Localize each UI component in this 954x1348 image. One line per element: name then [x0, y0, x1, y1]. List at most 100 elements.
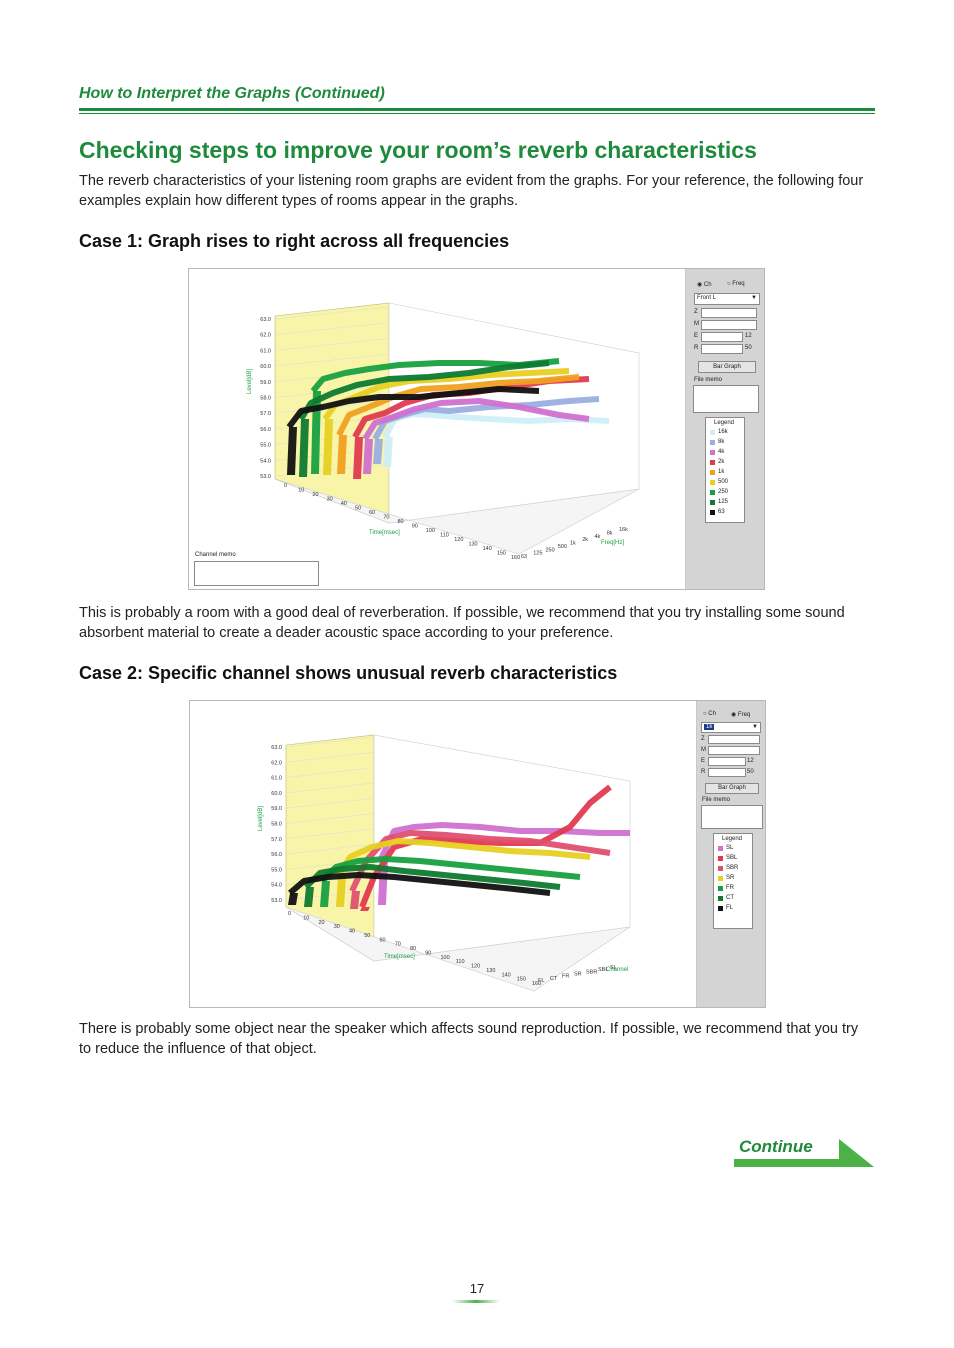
legend-label: FR [726, 885, 734, 891]
z-tick-label: SL [610, 965, 617, 971]
channel-dropdown[interactable]: Front L ▼ [694, 293, 760, 305]
z-tick-label: 16k [619, 527, 628, 533]
case2-ylabel: Level[dB] [258, 806, 264, 831]
series-onset [288, 893, 298, 905]
case2-description: There is probably some object near the s… [79, 1021, 859, 1057]
bar-graph-button[interactable]: Bar Graph [698, 361, 756, 373]
z-tick-label: 500 [558, 544, 567, 550]
radio-ch-2[interactable]: ○ Ch [703, 711, 716, 717]
legend-label: 2k [718, 459, 725, 465]
x-tick-label: 130 [468, 542, 477, 548]
legend-swatch [710, 430, 715, 435]
radio-ch[interactable]: ◉ Ch [697, 282, 712, 288]
case1-description: This is probably a room with a good deal… [79, 605, 845, 641]
radio-freq-2[interactable]: ◉ Freq [731, 712, 751, 718]
y-gridline [274, 306, 390, 320]
y-tick-label: 56.0 [260, 427, 271, 433]
slider-z-2[interactable] [708, 735, 760, 744]
y-gridline [285, 782, 375, 794]
x-tick-label: 30 [327, 497, 333, 503]
slider-m-2[interactable] [708, 746, 760, 755]
y-gridline [274, 322, 390, 335]
x-tick-label: 30 [334, 924, 340, 930]
x-tick-label: 0 [288, 911, 291, 917]
section-header: How to Interpret the Graphs (Continued) [79, 85, 385, 102]
x-tick-label: 110 [456, 959, 465, 965]
legend-swatch [718, 886, 723, 891]
channel-dropdown-2[interactable]: 1k ▼ [701, 722, 761, 733]
slider-e-2[interactable] [708, 757, 746, 766]
x-tick-label: 10 [303, 915, 309, 921]
x-tick-label: 150 [517, 977, 526, 983]
x-tick-label: 130 [486, 968, 495, 974]
x-tick-label: 140 [502, 972, 511, 978]
legend-label: 250 [718, 489, 729, 495]
y-tick-label: 55.0 [271, 867, 282, 873]
x-tick-label: 120 [454, 537, 463, 543]
z-tick-label: FR [562, 974, 569, 980]
continue-link[interactable]: Continue [734, 1137, 874, 1169]
page-title: Checking steps to improve your room’s re… [79, 137, 757, 163]
x-tick-label: 90 [412, 524, 418, 530]
x-tick-label: 140 [483, 546, 492, 552]
y-gridline [285, 767, 375, 778]
legend-label: SBL [726, 855, 738, 861]
file-memo-field[interactable] [693, 385, 759, 413]
slider-r[interactable] [701, 344, 743, 354]
series-onset [337, 435, 347, 474]
case2-series [288, 784, 630, 911]
case2-floor [285, 906, 631, 992]
x-tick-label: 80 [398, 519, 404, 525]
y-tick-label: 59.0 [271, 806, 282, 812]
legend-swatch [710, 470, 715, 475]
series-onset [353, 437, 363, 479]
file-memo-label: File memo [694, 377, 723, 383]
legend-swatch [718, 896, 723, 901]
series-onset [363, 439, 373, 474]
slider-e[interactable] [701, 332, 743, 342]
bar-graph-button-2[interactable]: Bar Graph [705, 783, 759, 794]
series-onset [350, 891, 360, 909]
header-rule-thick [79, 108, 875, 111]
case1-xlabel: Time[msec] [369, 530, 400, 536]
series-ribbon [298, 360, 550, 421]
slider-m[interactable] [701, 320, 757, 330]
chevron-down-icon: ▼ [752, 724, 758, 730]
case1-graph: 63.062.061.060.059.058.057.056.055.054.0… [247, 302, 640, 559]
z-tick-label: SR [574, 972, 582, 978]
x-tick-label: 0 [284, 483, 287, 489]
legend-swatch [718, 856, 723, 861]
x-tick-label: 90 [425, 950, 431, 956]
z-tick-label: 8k [607, 530, 613, 536]
series-ribbon [286, 386, 540, 429]
legend-swatch [710, 450, 715, 455]
channel-memo-field[interactable] [194, 561, 319, 586]
case2-heading: Case 2: Specific channel shows unusual r… [79, 663, 618, 683]
x-tick-label: 50 [355, 506, 361, 512]
series-onset [304, 887, 314, 907]
chevron-down-icon: ▼ [751, 295, 757, 301]
legend-label: SR [726, 875, 735, 881]
y-tick-label: 54.0 [271, 883, 282, 889]
y-gridline [285, 813, 375, 824]
slider-r-2[interactable] [708, 768, 746, 777]
file-memo-field-2[interactable] [701, 805, 763, 829]
case1-zlabel: Freq[Hz] [601, 540, 624, 546]
series-onset [320, 881, 330, 907]
legend-label: 16k [718, 429, 728, 435]
y-tick-label: 57.0 [271, 837, 282, 843]
radio-freq[interactable]: ○ Freq [727, 281, 745, 287]
y-gridline [285, 828, 375, 840]
legend-label: 63 [718, 509, 725, 515]
legend-label: SBR [726, 865, 739, 871]
series-ribbon [335, 838, 591, 879]
slider-z[interactable] [701, 308, 757, 318]
z-tick-label: CT [550, 976, 558, 982]
y-tick-label: 62.0 [271, 760, 282, 766]
z-tick-label: SBR [586, 969, 597, 975]
series-onset [373, 439, 383, 464]
